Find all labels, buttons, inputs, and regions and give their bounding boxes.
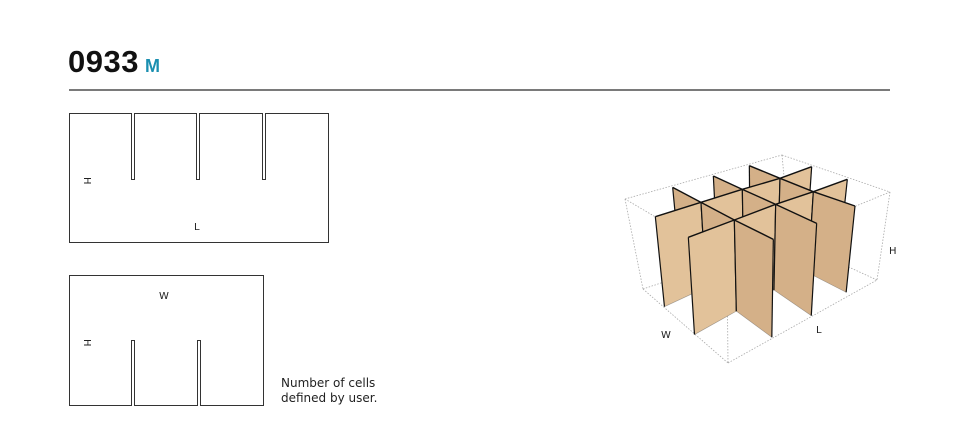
panel-top-edge: [700, 201, 735, 221]
bounding-box-edge: [624, 154, 783, 200]
note-line-1: Number of cells: [281, 376, 376, 390]
panel-vertical-edge: [687, 237, 696, 335]
divider-panel: [808, 191, 855, 293]
iso-length-label: L: [816, 325, 822, 336]
divider-panel: [734, 220, 774, 338]
bounding-box-edge: [789, 239, 878, 281]
bounding-box-edge: [876, 191, 891, 281]
divider-panel: [688, 220, 737, 335]
end-height-label: H: [81, 339, 92, 347]
panel-vertical-edge: [733, 219, 737, 312]
panel-vertical-edge: [810, 223, 818, 316]
panel-top-edge: [742, 177, 781, 191]
bounding-box-edge: [781, 154, 891, 193]
panel-vertical-edge: [654, 216, 666, 307]
panel-bottom-edge: [694, 310, 737, 335]
panel-bottom-edge: [736, 310, 773, 338]
panel-vertical-edge: [771, 239, 774, 338]
isometric-divider-diagram: [624, 154, 891, 364]
panel-top-edge: [775, 203, 817, 224]
panel-top-edge: [734, 219, 774, 240]
panel-top-edge: [655, 201, 702, 218]
iso-width-label: W: [661, 330, 671, 341]
panel-top-edge: [688, 219, 735, 238]
divider-panel: [773, 204, 817, 316]
divider: [69, 89, 890, 91]
panel-top-edge: [813, 191, 856, 207]
panel-vertical-edge: [773, 204, 777, 291]
side-view-diagram: [69, 113, 329, 243]
panel-top-edge: [713, 175, 743, 190]
end-width-label: W: [159, 291, 169, 302]
panel-bottom-edge: [773, 289, 812, 316]
bounding-box-edge: [624, 198, 644, 290]
iso-height-label: H: [889, 246, 897, 257]
panel-top-edge: [672, 186, 702, 203]
bounding-box-edge: [727, 279, 878, 364]
panel-top-edge: [734, 203, 776, 221]
product-code: 0933: [68, 44, 139, 79]
end-view-outline: [69, 275, 264, 406]
panel-vertical-edge: [845, 205, 856, 293]
side-view-outline: [69, 113, 329, 243]
size-badge: M: [144, 56, 161, 76]
cells-note: Number of cells defined by user.: [281, 376, 377, 406]
panel-top-edge: [775, 191, 814, 205]
panel-top-edge: [749, 165, 781, 179]
side-height-label: H: [81, 177, 92, 185]
panel-bottom-edge: [808, 272, 847, 293]
bounding-box-edge: [642, 288, 729, 364]
panel-top-edge: [742, 188, 776, 205]
note-line-2: defined by user.: [281, 391, 378, 405]
panel-top-edge: [779, 166, 812, 179]
end-view-diagram: [69, 275, 264, 406]
side-length-label: L: [194, 222, 200, 233]
panel-top-edge: [813, 178, 848, 193]
panel-top-edge: [700, 188, 743, 204]
panel-top-edge: [779, 177, 814, 193]
